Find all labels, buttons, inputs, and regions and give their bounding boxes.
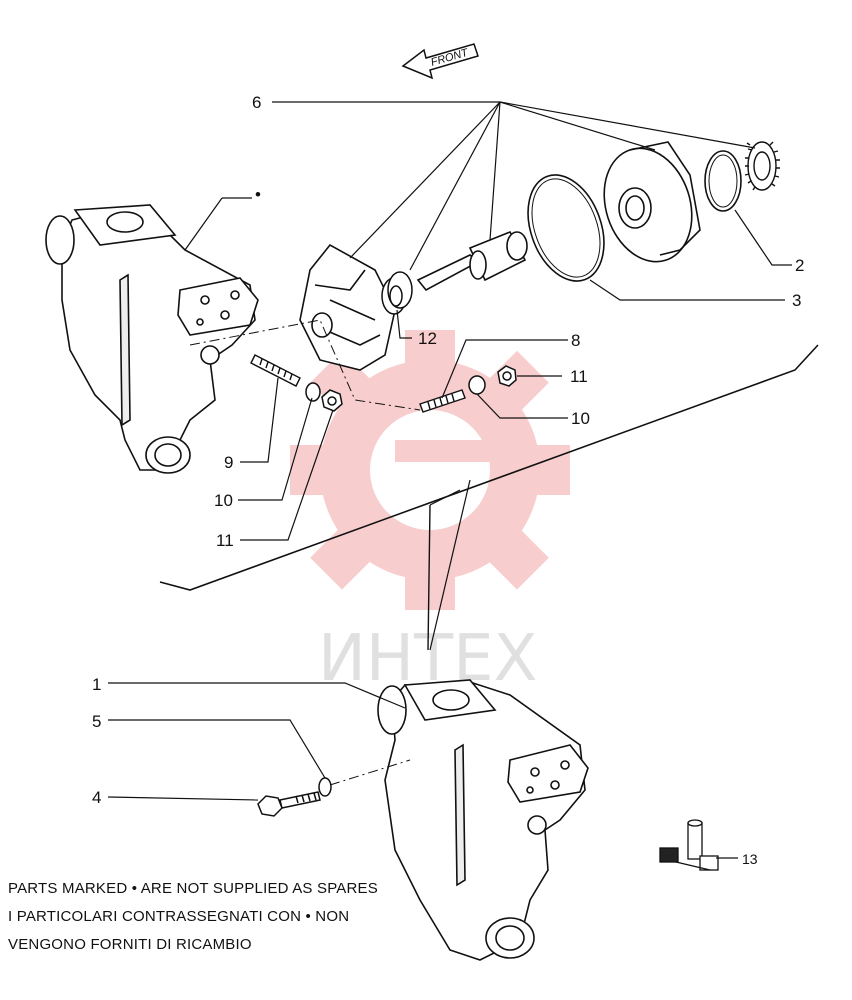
- nut-right: [497, 365, 517, 387]
- pump-cover: [603, 141, 701, 263]
- callout-11-right: 11: [570, 367, 588, 386]
- callout-3: 3: [792, 291, 801, 310]
- callout-4: 4: [92, 788, 101, 807]
- watermark-logo: [290, 330, 570, 610]
- gasket-ring: [704, 150, 742, 212]
- callout-5: 5: [92, 712, 101, 731]
- note-line-it-2: VENGONO FORNITI DI RICAMBIO: [8, 936, 252, 953]
- nut-left: [321, 389, 343, 412]
- pointer-to-lower-view: [427, 504, 431, 651]
- callout-11-left: 11: [216, 531, 234, 550]
- front-label: FRONT: [430, 47, 471, 69]
- divider-line: [159, 344, 819, 591]
- pointer-branch-left: [429, 489, 461, 506]
- o-ring-inner: [531, 178, 601, 278]
- pump-shaft-bearing: [416, 230, 528, 292]
- front-arrow-icon: FRONT: [401, 43, 479, 80]
- centerline-upper: [189, 319, 421, 411]
- not-supplied-marker: •: [255, 185, 261, 204]
- note-line-it-1: I PARTICOLARI CONTRASSEGNATI CON • NON: [8, 908, 350, 925]
- callout-9: 9: [224, 453, 233, 472]
- callout-2: 2: [795, 256, 804, 275]
- washer-right: [468, 375, 486, 395]
- leaders-lower: [107, 682, 406, 801]
- spring-washer: [318, 777, 332, 797]
- callout-6: 6: [252, 93, 261, 112]
- bolt: [257, 791, 321, 817]
- stud-left: [250, 354, 301, 387]
- callout-12: 12: [418, 329, 437, 348]
- sealant-kit: [659, 819, 719, 871]
- callout-1: 1: [92, 675, 101, 694]
- leaders-callout-6: [272, 101, 756, 271]
- washer-left: [305, 382, 321, 402]
- upper-pump-housing: [45, 204, 259, 474]
- note-line-en: PARTS MARKED • ARE NOT SUPPLIED AS SPARE…: [8, 880, 378, 897]
- leader-housing-upper: [184, 197, 223, 251]
- leaders-callouts: [238, 209, 792, 541]
- callout-10-right: 10: [571, 409, 590, 428]
- lower-pump-housing: [377, 679, 589, 961]
- pointer-branch-right: [429, 479, 471, 651]
- o-ring: [527, 174, 605, 282]
- centerline-lower: [329, 759, 411, 786]
- stud-right: [419, 389, 466, 413]
- gasket-ring-inner: [708, 154, 738, 208]
- drive-gear: [744, 141, 780, 191]
- callout-10-left: 10: [214, 491, 233, 510]
- callout-8: 8: [571, 331, 580, 350]
- impeller: [299, 243, 396, 371]
- callout-13: 13: [742, 851, 758, 867]
- seal-ring: [381, 271, 413, 315]
